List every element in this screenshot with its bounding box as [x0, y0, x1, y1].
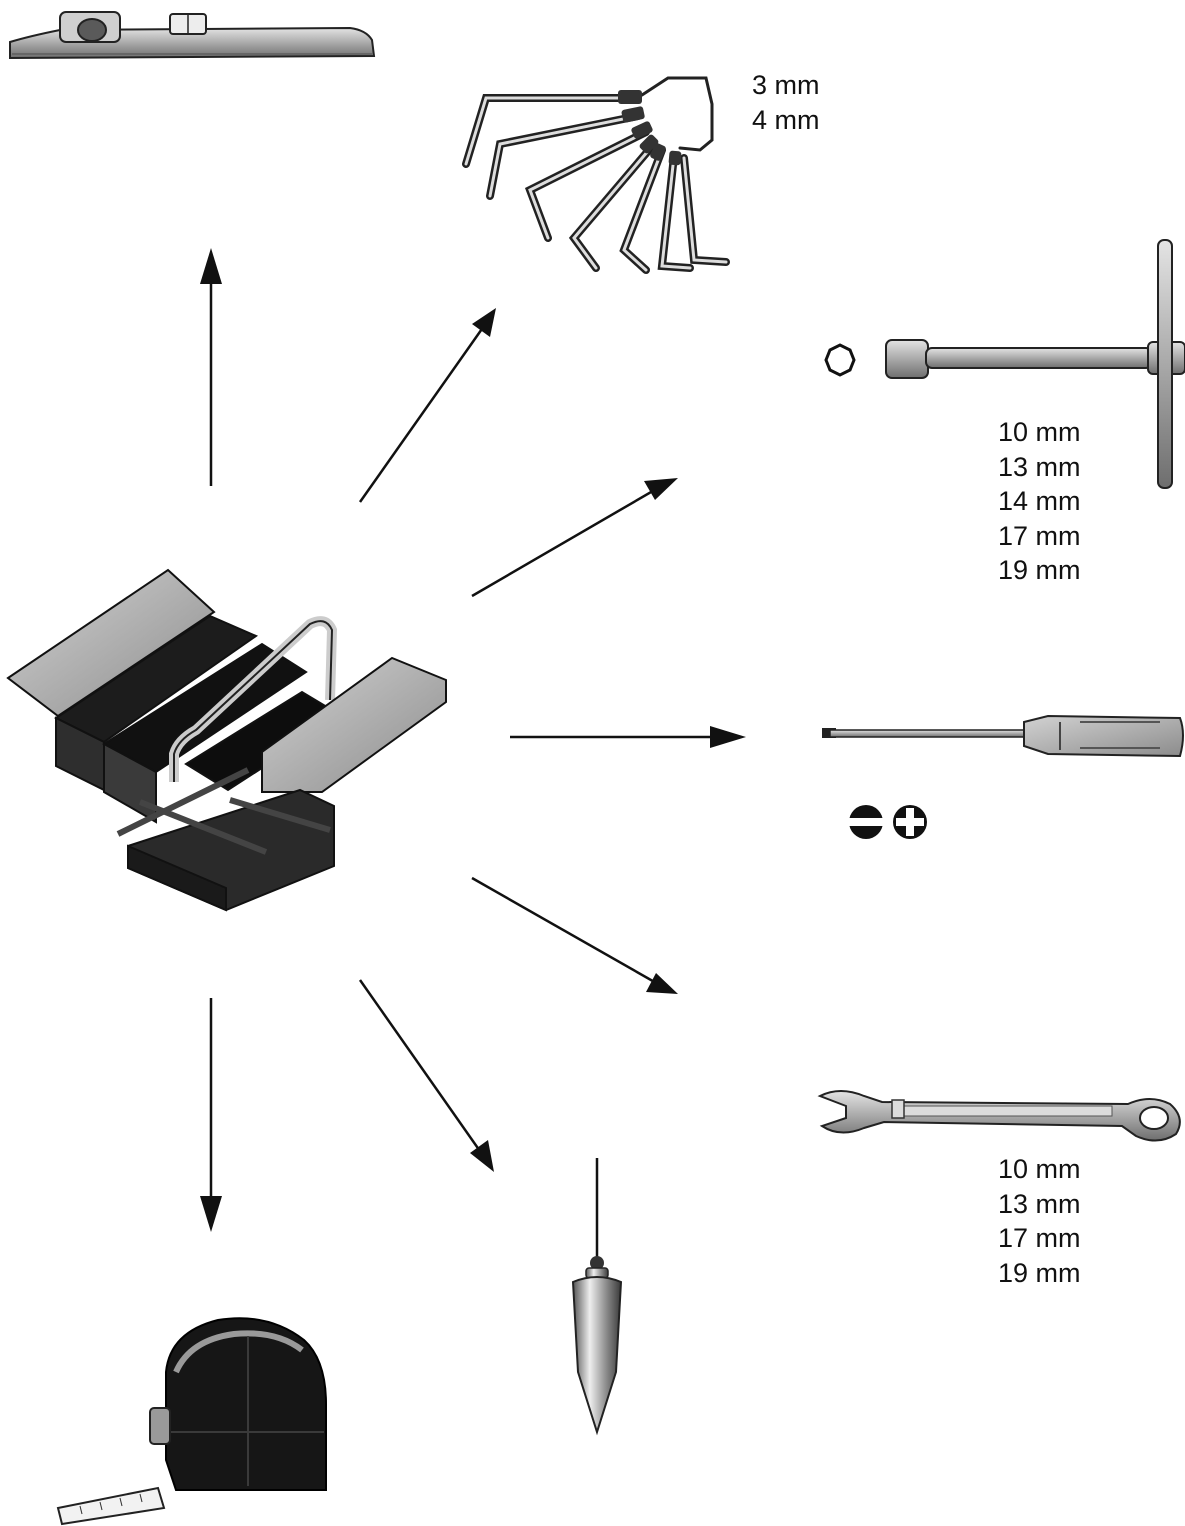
size-label: 19 mm [998, 555, 1081, 585]
tape-measure-icon [56, 1317, 327, 1526]
arrows [200, 248, 746, 1232]
combination-wrench-icon [817, 1090, 1181, 1142]
arrow-to-t-wrench [471, 478, 678, 598]
screwdriver-icon [822, 714, 1184, 839]
size-label: 3 mm [752, 70, 820, 100]
size-label: 13 mm [998, 1188, 1081, 1219]
arrow-up [200, 248, 222, 486]
spirit-level-icon [9, 11, 376, 60]
combination-wrench-sizes: 10 mm 13 mm 17 mm 19 mm [998, 1152, 1081, 1290]
size-label: 10 mm [998, 1154, 1081, 1184]
size-label: 17 mm [998, 520, 1081, 551]
size-label: 17 mm [998, 1223, 1081, 1253]
t-wrench-icon [824, 239, 1185, 489]
arrow-down [200, 998, 222, 1232]
size-label: 4 mm [752, 104, 820, 135]
size-label: 14 mm [998, 486, 1081, 516]
arrow-to-combination-wrench [471, 876, 678, 994]
hexagon-outline-icon [824, 343, 856, 377]
t-wrench-sizes: 10 mm 13 mm 14 mm 17 mm 19 mm [998, 415, 1081, 588]
size-label: 19 mm [998, 1257, 1081, 1288]
plumb-bob-icon [571, 1158, 623, 1436]
size-label: 13 mm [998, 451, 1081, 482]
hex-key-set-icon [462, 76, 730, 274]
phillips-screw-icon [893, 805, 927, 839]
toolbox-icon [6, 568, 447, 912]
hex-key-sizes: 3 mm 4 mm [752, 68, 820, 137]
size-label: 10 mm [998, 417, 1081, 447]
arrow-to-plumb-bob [358, 979, 494, 1172]
arrow-to-screwdriver [510, 726, 746, 748]
arrow-to-hex-keys [358, 308, 496, 503]
slotted-screw-icon [847, 805, 885, 839]
